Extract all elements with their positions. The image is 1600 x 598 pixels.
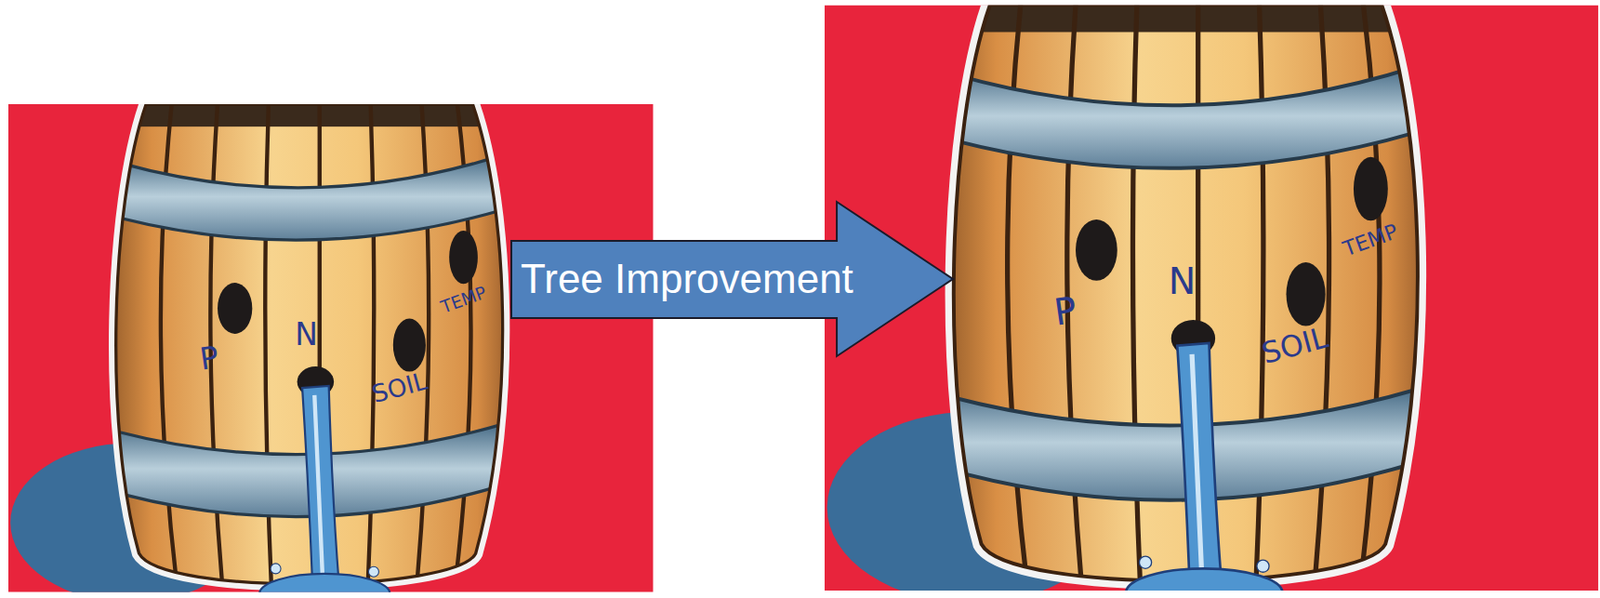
arrow-label: Tree Improvement <box>520 200 854 358</box>
block-arrow: Tree Improvement <box>510 200 954 358</box>
barrel-after <box>824 5 1599 598</box>
barrel-label: N <box>294 319 318 351</box>
barrel-label: N <box>1168 263 1197 301</box>
arrow-polygon <box>511 201 953 357</box>
barrel-before <box>8 104 654 598</box>
